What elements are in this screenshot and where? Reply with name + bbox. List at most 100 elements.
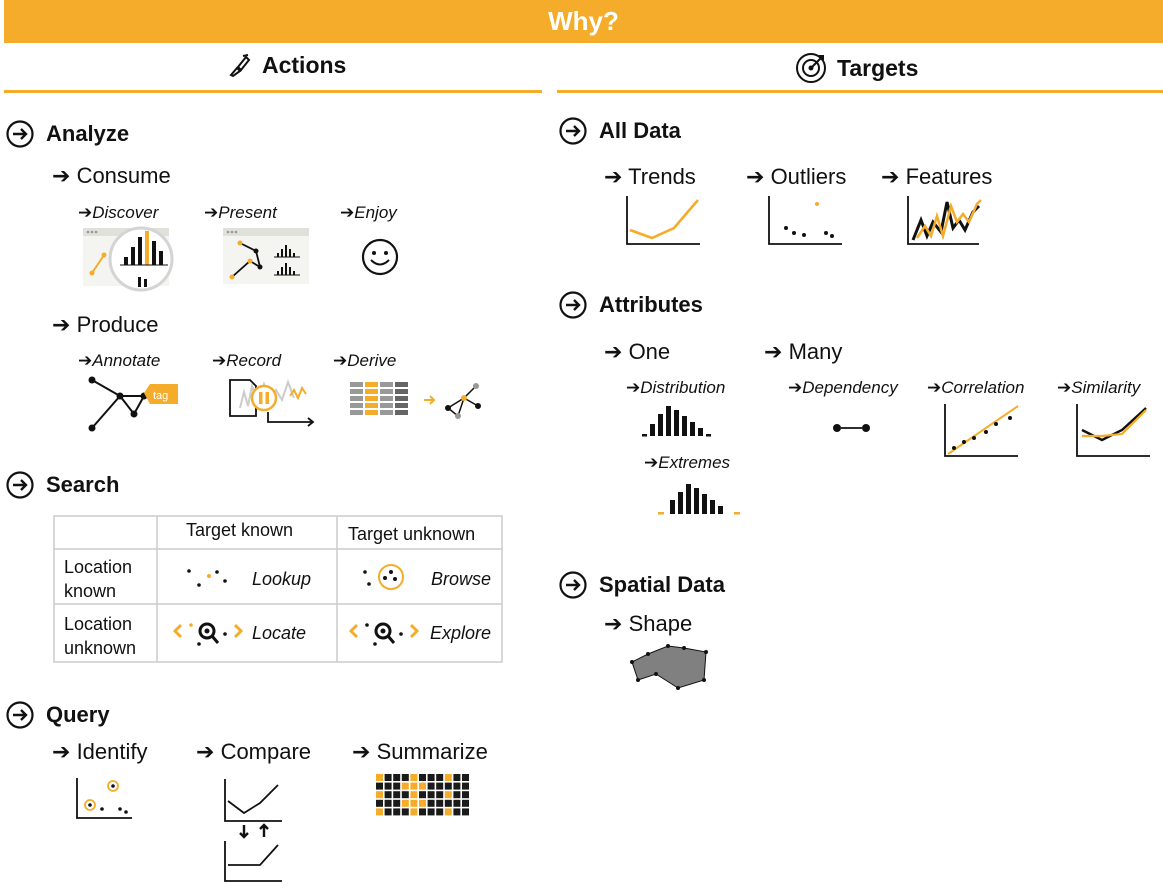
lookup-icon: [187, 569, 227, 587]
summarize-cell: [376, 808, 383, 816]
summarize-cell: [436, 774, 444, 781]
query-label: Query: [46, 702, 110, 727]
summarize-cell: [444, 808, 452, 816]
summarize-cell: [401, 791, 409, 799]
identify-icon: [76, 778, 132, 819]
row-header-location-unknown-1: Location: [64, 614, 133, 634]
search-table: Target known Target unknown Location kno…: [53, 515, 503, 663]
arrow-icon: ➔: [78, 203, 93, 222]
arrow-icon: ➔: [764, 339, 783, 364]
summarize-cell: [410, 774, 418, 781]
summarize-cell: [453, 799, 461, 807]
trends-heading: ➔ Trends: [604, 164, 696, 190]
summarize-cell: [393, 808, 401, 816]
record-label: Record: [226, 351, 282, 370]
summarize-cell: [401, 782, 409, 790]
shape-label: Shape: [628, 611, 693, 636]
spatial-label: Spatial Data: [599, 572, 725, 597]
enjoy-heading: ➔Enjoy: [340, 203, 397, 223]
trends-label: Trends: [628, 164, 696, 189]
search-label: Search: [46, 472, 120, 497]
locate-icon: [172, 622, 244, 646]
arrow-icon: ➔: [644, 453, 659, 472]
consume-label: Consume: [76, 163, 171, 188]
summarize-cell: [427, 774, 435, 781]
arrow-icon: ➔: [204, 203, 219, 222]
summarize-cell: [376, 791, 383, 799]
summarize-cell: [384, 799, 392, 807]
smiley-icon: [361, 238, 399, 276]
similarity-label: Similarity: [1071, 378, 1141, 397]
summarize-cell: [384, 808, 392, 816]
present-heading: ➔Present: [204, 203, 277, 223]
summarize-cell: [419, 774, 426, 781]
distribution-heading: ➔Distribution: [626, 378, 725, 398]
attributes-heading: Attributes: [559, 291, 703, 319]
summarize-cell: [427, 799, 435, 807]
search-table-grid: [53, 515, 503, 663]
derive-icon: [350, 382, 481, 419]
row-header-location-unknown-2: unknown: [64, 638, 137, 658]
summarize-cell: [444, 799, 452, 807]
all-data-heading: All Data: [559, 117, 681, 145]
search-heading: Search: [6, 471, 119, 499]
browse-icon: [363, 564, 404, 590]
actions-header: Actions: [228, 52, 346, 79]
arrow-icon: ➔: [604, 339, 623, 364]
circle-arrow-icon: [559, 571, 587, 599]
summarize-cell: [376, 799, 383, 807]
distribution-label: Distribution: [640, 378, 726, 397]
arrow-icon: ➔: [333, 351, 348, 370]
identify-label: Identify: [76, 739, 148, 764]
discover-icon: [83, 226, 174, 292]
arrow-icon: ➔: [626, 378, 641, 397]
annotate-icon: tag: [88, 376, 178, 432]
circle-arrow-icon: [6, 471, 34, 499]
summarize-cell: [462, 782, 469, 790]
dependency-icon: [833, 424, 870, 432]
one-heading: ➔ One: [604, 339, 670, 365]
summarize-cell: [453, 808, 461, 816]
summarize-cell: [427, 791, 435, 799]
explore-icon: [348, 622, 420, 646]
circle-arrow-icon: [559, 291, 587, 319]
arrow-icon: ➔: [746, 164, 765, 189]
banner-title: Why?: [4, 0, 1163, 43]
summarize-cell: [410, 791, 418, 799]
produce-label: Produce: [76, 312, 159, 337]
arrow-icon: ➔: [52, 163, 71, 188]
consume-heading: ➔ Consume: [52, 163, 171, 189]
summarize-cell: [410, 808, 418, 816]
outliers-icon: [768, 196, 842, 245]
identify-heading: ➔ Identify: [52, 739, 148, 765]
summarize-cell: [393, 782, 401, 790]
arrow-icon: ➔: [1057, 378, 1072, 397]
arrow-icon: ➔: [604, 611, 623, 636]
circle-arrow-icon: [559, 117, 587, 145]
summarize-cell: [384, 782, 392, 790]
distribution-icon: [642, 406, 711, 437]
summarize-cell: [436, 808, 444, 816]
enjoy-label: Enjoy: [354, 203, 397, 222]
extremes-heading: ➔Extremes: [644, 453, 730, 473]
all-data-label: All Data: [599, 118, 681, 143]
summarize-cell: [462, 808, 469, 816]
present-icon: [223, 228, 309, 284]
similarity-heading: ➔Similarity: [1057, 378, 1140, 398]
summarize-cell: [419, 808, 426, 816]
summarize-cell: [401, 799, 409, 807]
record-icon: [229, 379, 315, 427]
arrow-icon: ➔: [52, 739, 71, 764]
summarize-cell: [427, 782, 435, 790]
targets-header: Targets: [795, 52, 918, 84]
summarize-cell: [436, 782, 444, 790]
summarize-cell: [401, 808, 409, 816]
one-label: One: [628, 339, 671, 364]
circle-arrow-icon: [6, 701, 34, 729]
correlation-icon: [944, 404, 1019, 457]
summarize-cell: [384, 774, 392, 781]
summarize-cell: [453, 774, 461, 781]
col-header-target-known: Target known: [186, 520, 294, 540]
compare-heading: ➔ Compare: [196, 739, 311, 765]
derive-label: Derive: [347, 351, 397, 370]
